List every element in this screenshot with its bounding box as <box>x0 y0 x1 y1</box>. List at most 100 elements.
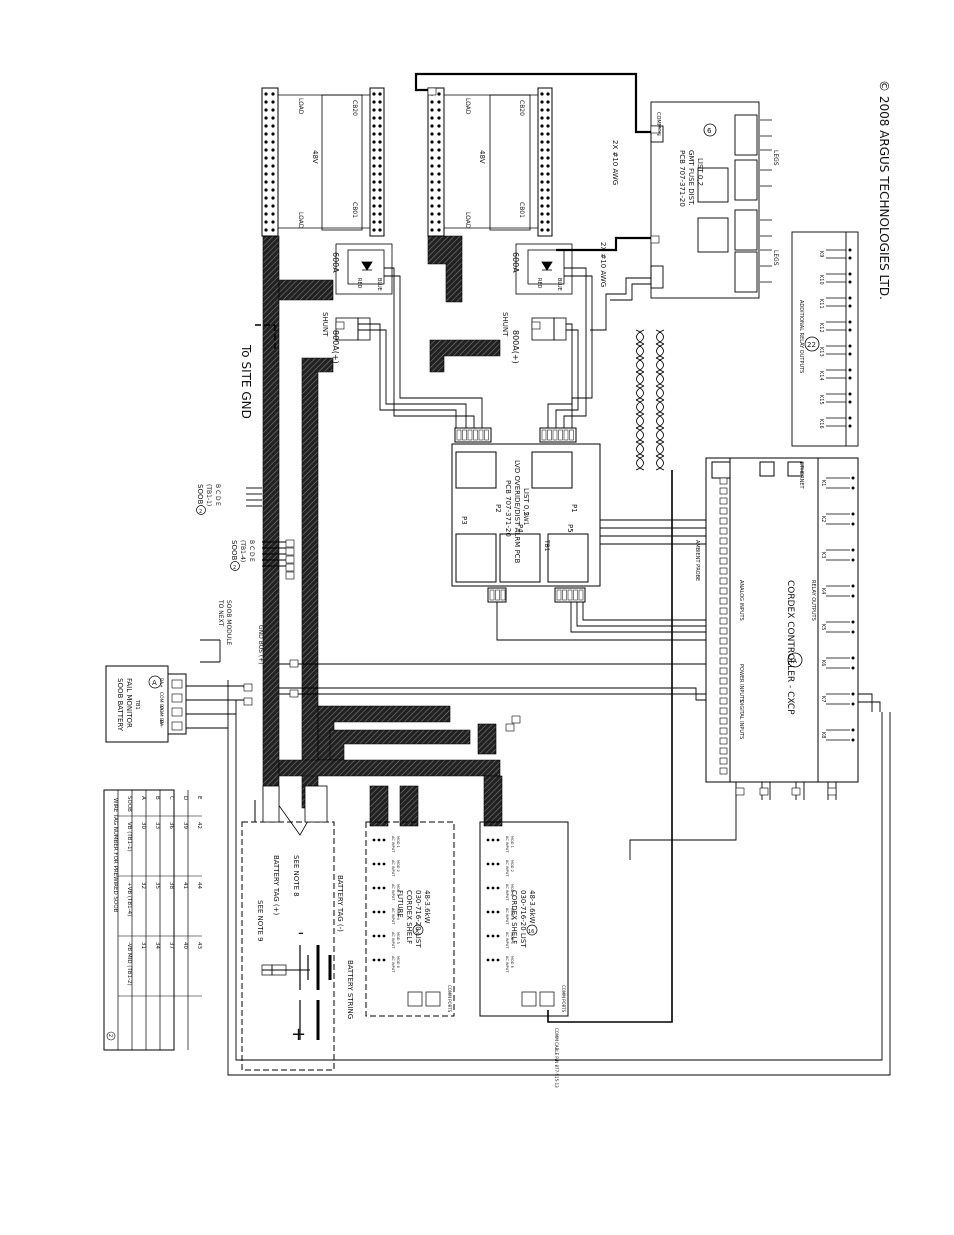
relay-terminal <box>851 728 855 732</box>
ac-input-terminal <box>496 910 500 914</box>
wire-tag <box>791 787 801 796</box>
terminal-dot <box>437 100 441 104</box>
terminal-dot <box>437 148 441 152</box>
p1-label: P1 <box>570 504 578 513</box>
soob-1-ref: 2 <box>199 509 202 515</box>
shunt-rating: 800A(+) <box>331 330 340 364</box>
relay-terminal <box>851 522 855 526</box>
ac-input-label: AC INPUT <box>505 884 509 901</box>
relay-terminal <box>851 656 855 660</box>
future-shelf-power: 48-3.6kW <box>423 890 431 924</box>
terminal-dot <box>437 164 441 168</box>
pin-block <box>719 717 728 725</box>
module-label: MOD 3 <box>510 884 514 896</box>
ac-input-label: AC INPUT <box>505 932 509 949</box>
terminal-dot <box>430 228 434 232</box>
relay-label: K10 <box>818 275 824 285</box>
terminal-dot <box>271 124 275 128</box>
terminal-dot <box>271 172 275 176</box>
terminal-dot <box>546 212 550 216</box>
soob-letter: D <box>248 552 255 557</box>
wire-tag <box>289 689 299 698</box>
table-cell: D <box>182 796 188 800</box>
ac-input-terminal <box>377 886 381 890</box>
wire-tag <box>427 87 437 96</box>
terminal-dot <box>264 196 268 200</box>
load-label: LOAD <box>464 98 471 115</box>
soob-letter: E <box>248 558 255 562</box>
terminal-dot <box>378 196 382 200</box>
pin-block <box>719 547 728 555</box>
terminal-dot <box>430 212 434 216</box>
ac-input-label: AC INPUT <box>505 860 509 877</box>
ac-input-terminal <box>486 862 490 866</box>
pin-block <box>719 567 728 575</box>
wire-tag <box>285 571 295 580</box>
shelf-ref-circle <box>526 924 538 936</box>
monitor-pin-label: COM BA- <box>158 706 164 726</box>
terminal-dot <box>372 108 376 112</box>
module-label: MOD 1 <box>396 836 400 848</box>
terminal-dot <box>378 140 382 144</box>
ac-input-terminal <box>491 910 495 914</box>
shunt-label: SHUNT <box>321 312 329 337</box>
terminal-dot <box>437 204 441 208</box>
ac-input-terminal <box>382 838 386 842</box>
terminal-dot <box>540 148 544 152</box>
monitor-pin <box>171 693 183 703</box>
terminal-dot <box>540 140 544 144</box>
terminal-dot <box>546 228 550 232</box>
ac-input-terminal <box>486 910 490 914</box>
common-label: COMMON <box>655 112 661 136</box>
tb1-label: TB1 <box>543 539 550 552</box>
future-shelf <box>365 821 455 1017</box>
wire-tag <box>285 555 295 564</box>
ac-input-terminal <box>377 862 381 866</box>
fuse-pcb-ref-circle <box>703 123 717 137</box>
ethernet-label: ETHERNET <box>798 462 804 490</box>
pin-block <box>719 557 728 565</box>
terminal-dot <box>540 188 544 192</box>
relay-terminal <box>851 738 855 742</box>
soob-letter: C <box>248 546 255 550</box>
ac-input-terminal <box>491 958 495 962</box>
future-ref: X <box>415 928 419 935</box>
battery-tag-pos: BATTERY TAG (+) <box>272 855 280 915</box>
terminal-dot <box>372 148 376 152</box>
pin-block <box>719 527 728 535</box>
table-cell: A <box>140 796 146 800</box>
terminal-dot <box>437 220 441 224</box>
monitor-pin-label: BA+ <box>158 678 164 688</box>
load-label: LOAD <box>297 98 304 115</box>
lvd-alarm-pcb <box>451 427 601 603</box>
analog-inputs-label: ANALOG INPUTS <box>738 580 744 621</box>
connector-pin <box>567 589 573 601</box>
terminal-dot <box>264 156 268 160</box>
ac-input-terminal <box>491 862 495 866</box>
bus-bars <box>262 235 503 827</box>
terminal-dot <box>437 228 441 232</box>
pin-block <box>719 707 728 715</box>
relay-outputs-label: RELAY OUTPUTS <box>810 580 816 621</box>
pin-block <box>719 757 728 765</box>
breaker-cb20: CB20 <box>518 100 525 116</box>
relay-label: K8 <box>820 732 826 738</box>
see-note-9: SEE NOTE 9 <box>256 900 264 942</box>
monitor-pin <box>171 679 183 689</box>
relay-terminal <box>848 392 852 396</box>
shunt-label: SHUNT <box>501 312 509 337</box>
lvd-connector-pins <box>456 429 584 601</box>
terminal-dot <box>540 92 544 96</box>
cxcp-ref: 4A <box>789 658 798 665</box>
monitor-title: SOOB BATTERY <box>116 678 124 732</box>
cxcp-controller <box>705 457 859 783</box>
shelf-part: 030-716-20 LIST <box>519 890 527 948</box>
terminal-dot <box>540 228 544 232</box>
terminal-dot <box>271 180 275 184</box>
shelf-name: CORDEX SHELF <box>510 890 518 944</box>
pin-block <box>719 627 728 635</box>
